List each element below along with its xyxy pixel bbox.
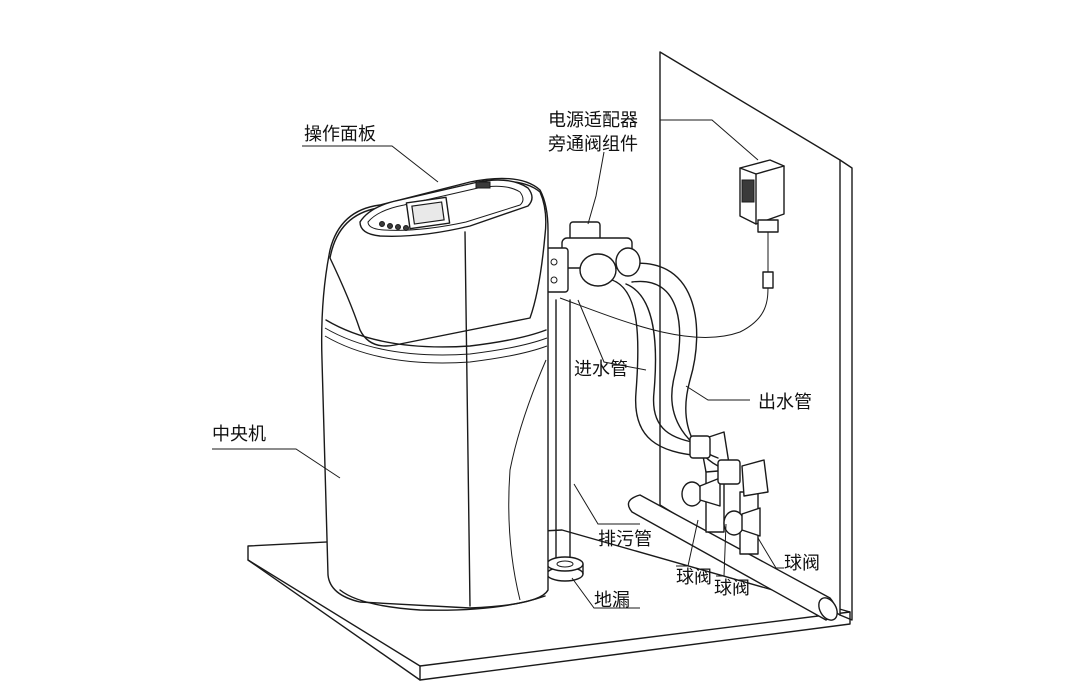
inlet-hose: [611, 279, 711, 459]
bypass-valve: [545, 221, 641, 293]
main-unit: [320, 177, 549, 611]
label-inlet-pipe: 进水管: [574, 359, 628, 380]
floor-drain: [546, 556, 584, 582]
ball-valve-right-shape: [723, 491, 761, 555]
leader-lines: [212, 119, 784, 609]
label-ball-valve-middle: 球阀: [714, 578, 750, 599]
label-outlet-pipe: 出水管: [758, 392, 812, 413]
label-drain-pipe: 排污管: [598, 529, 652, 550]
label-power-adapter: 电源适配器: [548, 110, 638, 131]
wall-panel: [659, 51, 853, 621]
ball-valve-left-shape: [681, 469, 725, 533]
label-bypass-valve: 旁通阀组件: [548, 134, 638, 155]
power-cable: [559, 232, 774, 339]
label-control-panel: 操作面板: [304, 124, 376, 145]
label-main-unit: 中央机: [212, 424, 266, 445]
power-adapter: [739, 159, 785, 233]
label-ball-valve-left: 球阀: [676, 567, 712, 588]
label-floor-drain: 地漏: [594, 590, 630, 611]
label-ball-valve-right: 球阀: [784, 553, 820, 574]
drain-pipe: [555, 299, 571, 565]
main-water-pipe: [627, 494, 838, 621]
